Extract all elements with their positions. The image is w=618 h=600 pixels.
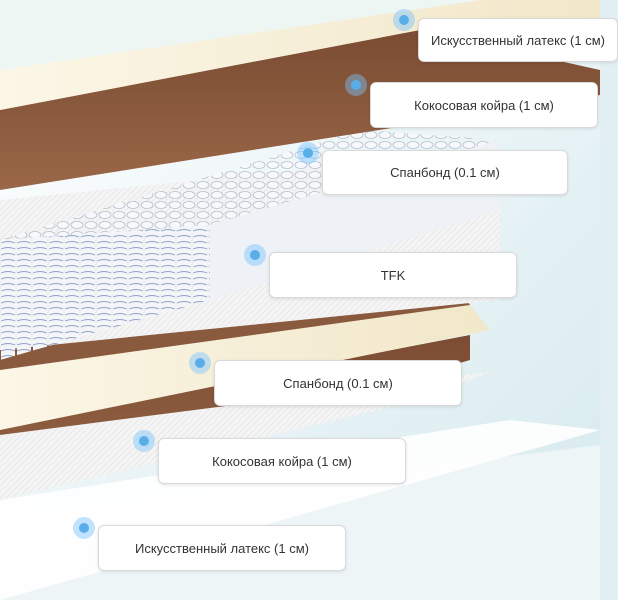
marker-spunbond-bottom[interactable] bbox=[189, 352, 211, 374]
latex-top-edge bbox=[0, 0, 480, 70]
marker-tfk[interactable] bbox=[244, 244, 266, 266]
callout-spunbond-bottom: Спанбонд (0.1 см) bbox=[214, 360, 462, 406]
callout-latex-top: Искусственный латекс (1 см) bbox=[418, 18, 618, 62]
marker-coir-bottom[interactable] bbox=[133, 430, 155, 452]
callout-label: Спанбонд (0.1 см) bbox=[390, 165, 500, 180]
callout-label: Спанбонд (0.1 см) bbox=[283, 375, 393, 391]
callout-label: Искусственный латекс (1 см) bbox=[430, 32, 605, 48]
marker-spunbond-top[interactable] bbox=[297, 142, 319, 164]
callout-label: Искусственный латекс (1 см) bbox=[134, 540, 309, 556]
callout-latex-bottom: Искусственный латекс (1 см) bbox=[98, 525, 346, 571]
spring-block-front bbox=[0, 225, 210, 360]
callout-label: Кокосовая койра (1 см) bbox=[212, 453, 352, 469]
callout-tfk: TFK bbox=[269, 252, 517, 298]
marker-coir-top[interactable] bbox=[345, 74, 367, 96]
callout-spunbond-top: Спанбонд (0.1 см) bbox=[322, 150, 568, 195]
callout-label: Кокосовая койра (1 см) bbox=[414, 97, 554, 113]
marker-latex-bottom[interactable] bbox=[73, 517, 95, 539]
callout-coir-bottom: Кокосовая койра (1 см) bbox=[158, 438, 406, 484]
callout-coir-top: Кокосовая койра (1 см) bbox=[370, 82, 598, 128]
callout-label: TFK bbox=[380, 267, 406, 283]
coir-top-layer bbox=[0, 30, 600, 190]
marker-latex-top[interactable] bbox=[393, 9, 415, 31]
